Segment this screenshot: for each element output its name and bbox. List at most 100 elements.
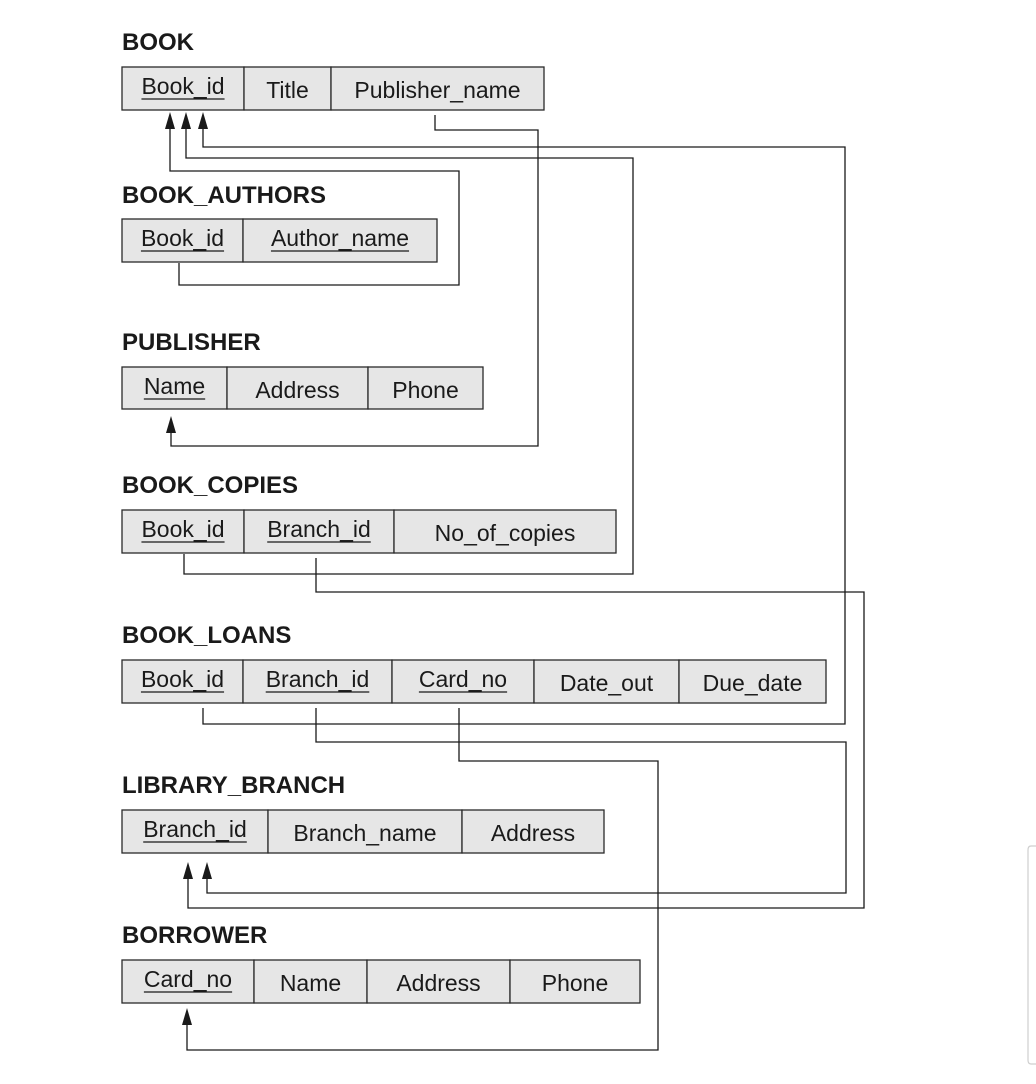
foreign-key-line	[206, 708, 847, 894]
cell-box	[366, 959, 511, 1004]
arrowhead-icon	[202, 862, 212, 879]
cell-box	[121, 509, 245, 554]
relation-title: BOOK_AUTHORS	[122, 182, 326, 209]
attribute-name: Address	[491, 820, 575, 846]
foreign-key-connector	[202, 708, 847, 894]
attribute-name: Branch_name	[293, 820, 436, 846]
relation-library-branch: LIBRARY_BRANCH Branch_id Branch_name Addres…	[121, 772, 605, 854]
cell-box	[391, 659, 535, 704]
attribute-name: Date_out	[560, 670, 654, 696]
relation-book-loans: BOOK_LOANS Book_id Branch_id Card_no Date_ou…	[121, 622, 827, 704]
cell-box	[678, 659, 827, 704]
attribute-cell: Address	[461, 809, 605, 854]
foreign-key-line	[186, 708, 659, 1051]
relation-title: BOOK	[122, 29, 195, 56]
attribute-name: Name	[280, 970, 341, 996]
primary-key-cell: Card_no	[121, 959, 255, 1004]
attribute-name: Book_id	[141, 666, 224, 692]
primary-key-cell: Branch_id	[242, 659, 393, 704]
foreign-key-connector	[182, 708, 659, 1051]
foreign-key-connector	[165, 112, 460, 286]
relation-book: BOOK Book_id Title Publisher_name	[121, 29, 545, 111]
attribute-cell: No_of_copies	[393, 509, 617, 554]
attribute-name: Publisher_name	[354, 77, 520, 103]
primary-key-cell: Book_id	[121, 659, 244, 704]
arrowhead-icon	[198, 112, 208, 129]
cell-box	[393, 509, 617, 554]
foreign-key-line	[169, 128, 460, 286]
attribute-name: Phone	[542, 970, 609, 996]
primary-key-cell: Branch_id	[243, 509, 395, 554]
relation-publisher: PUBLISHER Name Address Phone	[121, 329, 484, 410]
arrowhead-icon	[166, 416, 176, 433]
arrowhead-icon	[183, 862, 193, 879]
foreign-key-lines	[165, 112, 865, 1051]
cell-box	[121, 66, 245, 111]
foreign-key-connector	[183, 558, 865, 909]
relations-layer: BOOK Book_id Title Publisher_nameBOOK_AUTHO…	[121, 29, 827, 1004]
attribute-name: Branch_id	[266, 666, 370, 692]
arrowhead-icon	[165, 112, 175, 129]
attribute-cell: Branch_name	[267, 809, 463, 854]
foreign-key-connector	[166, 115, 539, 447]
attribute-name: Card_no	[144, 966, 232, 992]
primary-key-cell: Card_no	[391, 659, 535, 704]
attribute-name: Address	[255, 377, 339, 403]
cell-box	[330, 66, 545, 111]
attribute-cell: Phone	[367, 366, 484, 410]
attribute-name: Phone	[392, 377, 459, 403]
foreign-key-connector	[198, 112, 846, 725]
cell-box	[121, 959, 255, 1004]
foreign-key-line	[170, 115, 539, 447]
relation-title: BORROWER	[122, 922, 267, 949]
primary-key-cell: Branch_id	[121, 809, 269, 854]
attribute-cell: Date_out	[533, 659, 680, 704]
cell-box	[242, 218, 438, 263]
attribute-name: Book_id	[141, 225, 224, 251]
edge-bracket-decoration	[1027, 845, 1036, 1065]
primary-key-cell: Author_name	[242, 218, 438, 263]
foreign-key-line	[183, 128, 634, 575]
relation-borrower: BORROWER Card_no Name Address Phone	[121, 922, 641, 1004]
attribute-name: Book_id	[141, 73, 224, 99]
cell-box	[253, 959, 368, 1004]
attribute-name: Author_name	[271, 225, 409, 251]
foreign-key-line	[202, 128, 846, 725]
primary-key-cell: Book_id	[121, 66, 245, 111]
attribute-name: Name	[144, 373, 205, 399]
primary-key-cell: Name	[121, 366, 228, 410]
foreign-key-connector	[181, 112, 634, 575]
attribute-cell: Publisher_name	[330, 66, 545, 111]
attribute-name: No_of_copies	[435, 520, 576, 546]
cell-box	[533, 659, 680, 704]
relation-book-authors: BOOK_AUTHORS Book_id Author_name	[121, 182, 438, 263]
cell-box	[267, 809, 463, 854]
relation-book-copies: BOOK_COPIES Book_id Branch_id No_of_copies	[121, 472, 617, 554]
relation-title: LIBRARY_BRANCH	[122, 772, 345, 799]
attribute-name: Branch_id	[267, 516, 371, 542]
attribute-cell: Phone	[509, 959, 641, 1004]
attribute-name: Due_date	[703, 670, 803, 696]
attribute-name: Book_id	[141, 516, 224, 542]
attribute-name: Card_no	[419, 666, 507, 692]
attribute-name: Branch_id	[143, 816, 247, 842]
arrowhead-icon	[182, 1008, 192, 1025]
relation-title: PUBLISHER	[122, 329, 261, 356]
attribute-cell: Name	[253, 959, 368, 1004]
cell-box	[242, 659, 393, 704]
attribute-cell: Address	[226, 366, 369, 410]
attribute-name: Address	[396, 970, 480, 996]
cell-box	[367, 366, 484, 410]
relation-title: BOOK_LOANS	[122, 622, 291, 649]
relation-title: BOOK_COPIES	[122, 472, 298, 499]
attribute-cell: Title	[243, 66, 332, 111]
cell-box	[243, 66, 332, 111]
attribute-name: Title	[266, 77, 309, 103]
arrowhead-icon	[181, 112, 191, 129]
attribute-cell: Address	[366, 959, 511, 1004]
cell-box	[121, 366, 228, 410]
primary-key-cell: Book_id	[121, 509, 245, 554]
attribute-cell: Due_date	[678, 659, 827, 704]
primary-key-cell: Book_id	[121, 218, 244, 263]
